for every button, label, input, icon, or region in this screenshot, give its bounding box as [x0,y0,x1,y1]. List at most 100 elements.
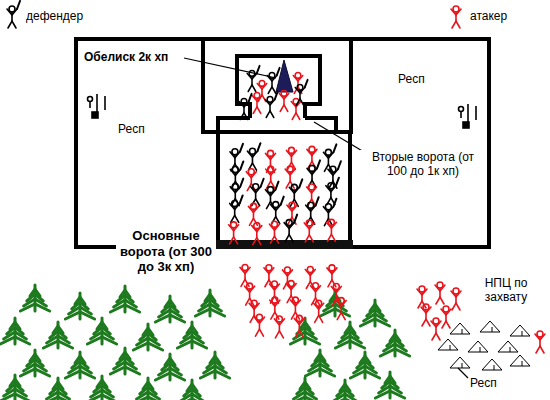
defender-figure [284,215,297,242]
units [7,1,545,353]
attacker-figure [252,93,262,114]
attacker-figure [453,6,459,12]
attacker-figure [421,307,431,313]
attacker-figure [291,99,301,120]
respawn-flag [459,107,464,112]
attacker-figure [435,282,445,304]
attacker-figure [442,321,450,328]
tent [510,325,530,336]
defender-figure [328,169,338,175]
tent [498,341,518,352]
attacker-figure [331,283,341,305]
attacker-figure [256,314,262,320]
attacker-figure [309,184,315,190]
attacker-figure [417,289,427,295]
tent [450,357,470,368]
attacker-figure [281,91,287,97]
attacker-figure [242,264,248,270]
attacker-figure [254,314,264,336]
attacker-figure [304,220,314,242]
attacker-figure [252,226,262,232]
tent [468,341,488,352]
tent [492,327,493,332]
attacker-figure [282,270,292,276]
attacker-figure [279,93,289,99]
defender-figure [284,223,294,229]
pine-tree [43,397,72,400]
defender-figure [240,161,243,169]
attacker-figure [288,147,294,153]
tent [510,355,530,366]
defender-figure [240,179,243,187]
leader-line [184,58,276,78]
pine-tree [290,378,319,400]
defender-figure [257,66,260,74]
obelisk [276,60,293,92]
pine-tree [290,397,319,400]
attacker-figure [270,236,278,243]
defender-figure [230,187,240,193]
attacker-figure [287,166,293,172]
defender-figure [291,184,297,190]
attacker-figure [437,282,443,288]
tent [468,341,488,352]
pine-tree [290,337,319,344]
pine-tree [177,380,206,400]
pine-tree [320,309,349,316]
attacker-figure [271,221,277,227]
attacker-figure [306,220,312,226]
tent [522,361,523,366]
defender-figure [294,215,297,223]
attacker-figure [337,313,345,320]
attacker-figure [313,283,319,289]
defender-figure [267,187,273,193]
defender-figure [309,165,315,171]
attacker-figure [309,146,315,152]
attacker-figure [272,297,278,303]
defender-figure [330,166,336,172]
attacker-figure [254,93,260,99]
respawn-flag [104,96,106,110]
attacker-figure [286,150,296,156]
defender-figure [247,66,259,92]
pine-tree [177,399,206,400]
attacker-figure [231,222,237,228]
attacker-figure [292,297,298,303]
defender-figure [265,182,278,209]
attacker-figure [290,300,300,306]
pine-tree [87,337,116,344]
defender-figure [7,9,17,15]
defender-figure [240,195,243,203]
attacker-figure [253,107,261,114]
defender-figure [9,6,15,12]
pine-tree [380,349,409,356]
attacker-figure [328,219,334,225]
attacker-figure [452,21,460,28]
attacker-figure [326,222,336,228]
pine-tree [20,369,49,376]
attacker-figure [419,286,425,292]
attacker-figure [269,224,279,230]
attacker-figure [451,291,461,297]
attacker-figure [268,166,274,172]
pine-tree [110,305,139,312]
defender-figure [323,207,333,213]
defender-figure [326,186,336,192]
defender-figure [289,187,299,193]
pine-tree [375,391,404,398]
attacker-figure [326,219,336,241]
map-label: Обелиск 2к хп [84,50,196,64]
attacker-figure [287,205,297,211]
defender-figure [257,143,260,151]
attacker-figure [304,223,314,229]
pine-tree [43,322,72,348]
respawn-flag [88,97,93,102]
defender-figure [249,94,252,102]
tent [480,321,500,332]
pine-tree [110,286,139,312]
tent [462,329,463,334]
pine-tree [320,290,349,316]
map-label: Основные ворота (от 300 до 3к хп) [116,228,216,275]
